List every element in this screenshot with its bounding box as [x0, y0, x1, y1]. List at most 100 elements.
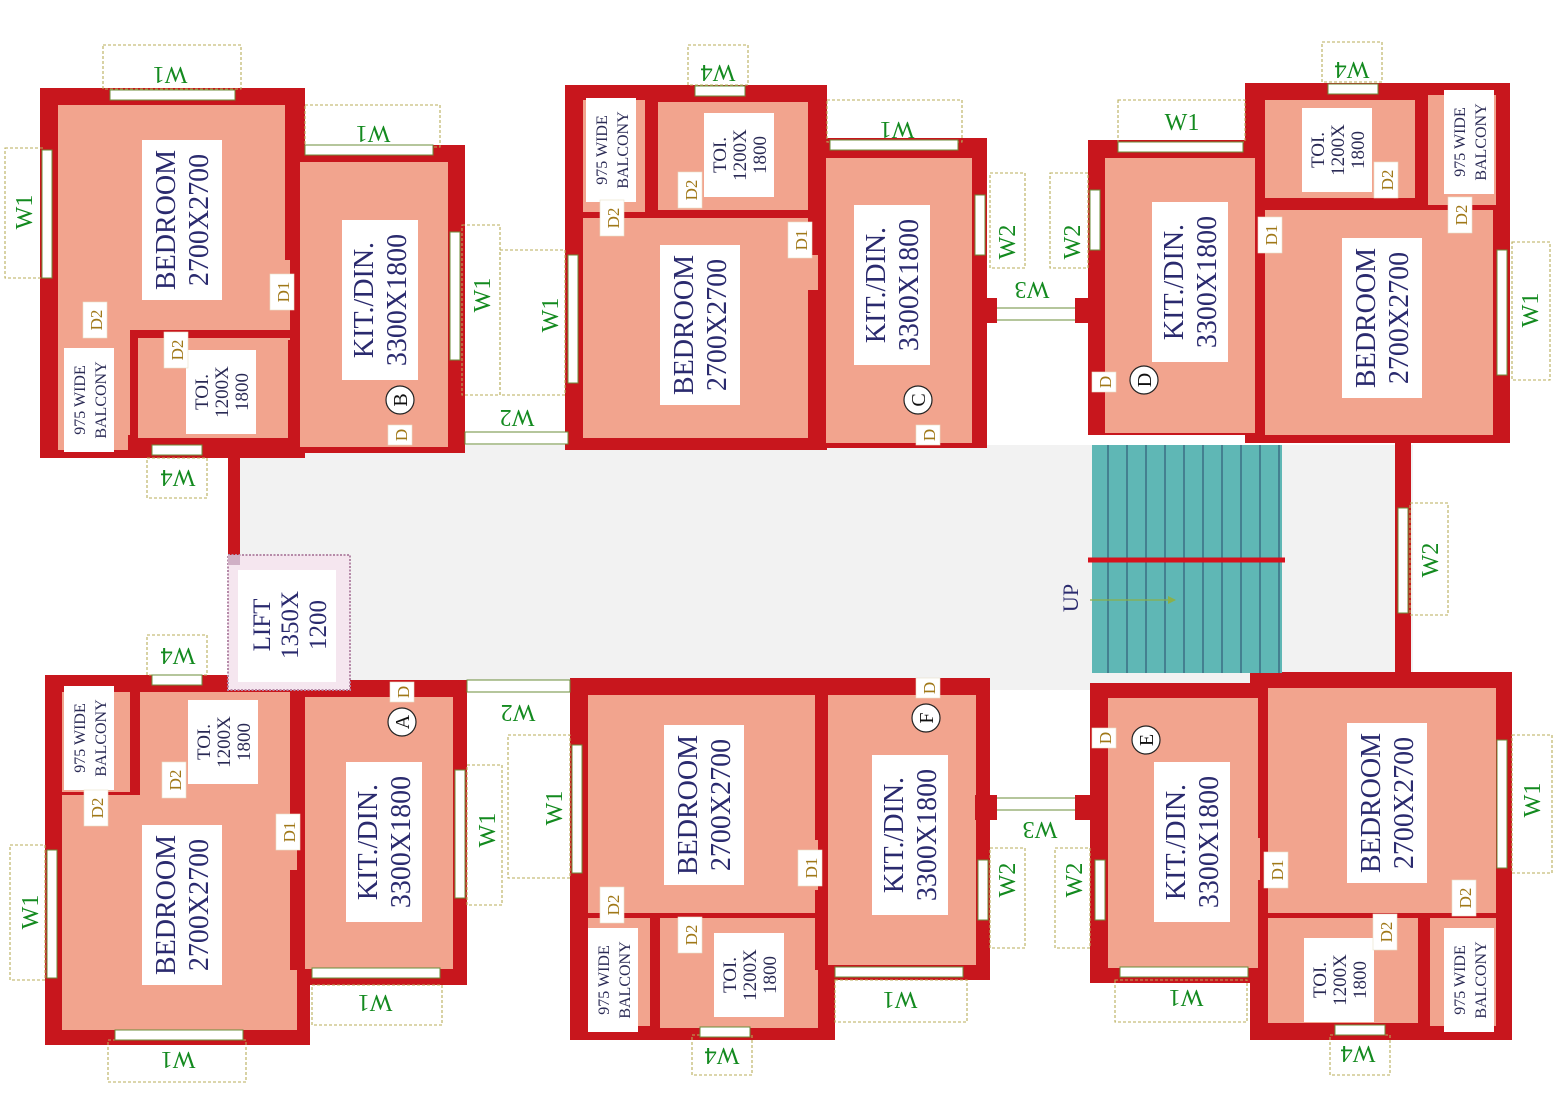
window-label: W1 [1165, 110, 1200, 136]
door-label: D1 [1262, 225, 1281, 246]
svg-text:1200X: 1200X [740, 949, 761, 1001]
svg-text:BEDROOM: BEDROOM [669, 255, 700, 395]
svg-text:2700X2700: 2700X2700 [702, 259, 733, 391]
unit-marker-e: E [1131, 725, 1161, 755]
svg-text:3300X1800: 3300X1800 [386, 776, 417, 908]
svg-text:TOI.: TOI. [192, 374, 213, 410]
door-label: D2 [1452, 205, 1471, 226]
svg-text:BEDROOM: BEDROOM [1351, 248, 1382, 388]
kitchen-label: KIT./DIN. 3300X1800 [1152, 202, 1228, 362]
window-label: W2 [995, 863, 1021, 898]
window-label: W1 [1520, 783, 1546, 818]
door-label: D2 [682, 925, 701, 946]
svg-text:E: E [1136, 734, 1158, 746]
door-label: D1 [274, 282, 293, 303]
svg-text:975 WIDE: 975 WIDE [596, 945, 613, 1014]
svg-text:3300X1800: 3300X1800 [894, 219, 925, 351]
bedroom-label: BEDROOM 2700X2700 [142, 825, 222, 985]
balcony-label: 975 WIDE BALCONY [588, 928, 638, 1032]
svg-text:KIT./DIN.: KIT./DIN. [353, 784, 384, 900]
toilet-label: TOI. 1200X 1800 [186, 350, 256, 434]
toilet-label: TOI. 1200X 1800 [188, 700, 258, 784]
window-label: W1 [1518, 293, 1544, 328]
svg-text:1200X: 1200X [1328, 124, 1349, 176]
kitchen-label: KIT./DIN. 3300X1800 [872, 755, 948, 915]
svg-text:2700X2700: 2700X2700 [1384, 252, 1415, 384]
svg-text:KIT./DIN.: KIT./DIN. [349, 242, 380, 358]
lift-shaft [227, 554, 351, 691]
svg-text:BALCONY: BALCONY [93, 361, 110, 439]
svg-text:1800: 1800 [232, 373, 253, 411]
svg-text:TOI.: TOI. [1308, 132, 1329, 168]
svg-text:B: B [390, 393, 412, 406]
door-label: D2 [604, 208, 623, 229]
door-labels: D1 D2 D2 D D2 D2 D1 D D D1 D2 D2 D D2 D2… [82, 161, 1477, 954]
svg-text:BALCONY: BALCONY [1473, 941, 1490, 1019]
svg-text:A: A [392, 714, 414, 729]
window-label: W4 [1341, 1040, 1376, 1066]
unit-marker-d: D [1129, 365, 1159, 395]
door-label: D2 [166, 770, 185, 791]
door-label: D [1096, 732, 1115, 744]
svg-text:1350X: 1350X [277, 591, 304, 659]
door-label: D [392, 429, 411, 441]
bedroom-label: BEDROOM 2700X2700 [142, 140, 222, 300]
stair-up-label: UP [1058, 584, 1083, 612]
door-label: D1 [1268, 860, 1287, 881]
svg-text:1800: 1800 [750, 136, 771, 174]
window-label: W2 [1418, 543, 1444, 578]
window-label: W1 [1169, 984, 1204, 1010]
door-label: D2 [1377, 922, 1396, 943]
svg-text:1800: 1800 [234, 723, 255, 761]
window-label: W2 [501, 699, 536, 725]
window-label: W1 [358, 989, 393, 1015]
window-label: W2 [1060, 225, 1086, 260]
svg-text:1800: 1800 [760, 956, 781, 994]
svg-text:F: F [916, 712, 938, 723]
svg-text:BEDROOM: BEDROOM [1356, 733, 1387, 873]
unit-markers: B C D A F E [385, 365, 1161, 755]
door-label: D2 [1378, 170, 1397, 191]
svg-text:BALCONY: BALCONY [617, 941, 634, 1019]
svg-text:975 WIDE: 975 WIDE [72, 703, 89, 772]
window-label: W2 [500, 404, 535, 430]
svg-text:TOI.: TOI. [720, 957, 741, 993]
bedroom-labels: BEDROOM 2700X2700 BEDROOM 2700X2700 BEDR… [142, 140, 1427, 985]
svg-text:3300X1800: 3300X1800 [912, 769, 943, 901]
svg-text:LIFT: LIFT [249, 599, 276, 652]
window-label: W1 [475, 813, 501, 848]
svg-text:KIT./DIN.: KIT./DIN. [879, 777, 910, 893]
svg-text:BEDROOM: BEDROOM [151, 835, 182, 975]
svg-text:3300X1800: 3300X1800 [1194, 776, 1225, 908]
svg-text:BEDROOM: BEDROOM [151, 150, 182, 290]
window-label: W1 [153, 61, 188, 87]
window-label: W1 [12, 195, 38, 230]
door-label: D2 [604, 895, 623, 916]
toilet-label: TOI. 1200X 1800 [714, 933, 784, 1017]
window-label: W2 [1062, 863, 1088, 898]
svg-text:2700X2700: 2700X2700 [1389, 737, 1420, 869]
bridge-windows [464, 298, 1097, 820]
window-label: W1 [356, 120, 391, 146]
window-label: W3 [1015, 276, 1050, 302]
svg-text:975 WIDE: 975 WIDE [594, 115, 611, 184]
svg-text:3300X1800: 3300X1800 [382, 234, 413, 366]
toilet-label: TOI. 1200X 1800 [1304, 938, 1374, 1022]
window-labels: W1 W1 W1 W1 W1 W2 W4 W1 W2 W3 W2 W1 W4 W… [12, 56, 1546, 1072]
svg-text:2700X2700: 2700X2700 [706, 739, 737, 871]
door-label: D [394, 686, 413, 698]
lift-label: LIFT 1350X 1200 [249, 591, 332, 659]
svg-text:BEDROOM: BEDROOM [673, 735, 704, 875]
staircase [1088, 445, 1285, 673]
svg-text:TOI.: TOI. [194, 724, 215, 760]
svg-text:1200X: 1200X [1330, 954, 1351, 1006]
door-label: D2 [682, 180, 701, 201]
bedroom-label: BEDROOM 2700X2700 [1342, 238, 1422, 398]
window-label: W4 [701, 59, 736, 85]
window-label: W4 [705, 1042, 740, 1068]
door-label: D2 [168, 340, 187, 361]
door-label: D [920, 429, 939, 441]
unit-marker-c: C [903, 385, 933, 415]
svg-text:1800: 1800 [1350, 961, 1371, 999]
svg-text:3300X1800: 3300X1800 [1192, 216, 1223, 348]
